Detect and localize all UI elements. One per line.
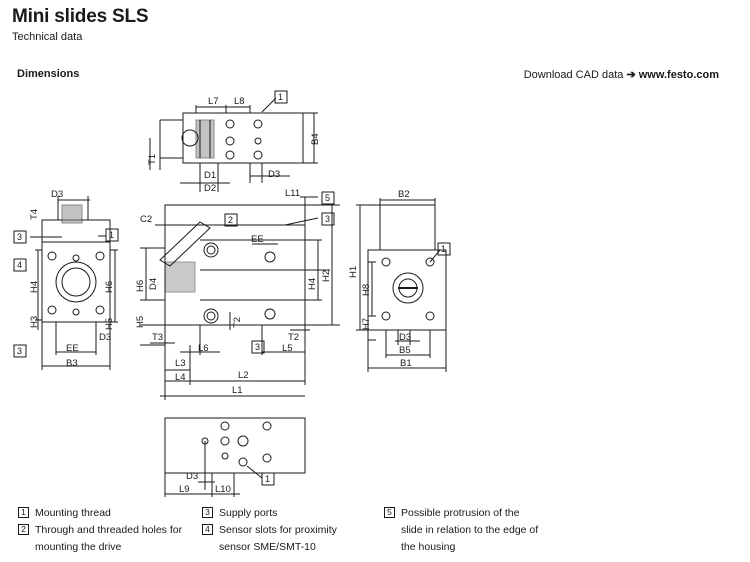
dim-D3-left-bottom: D3 <box>99 332 111 343</box>
callout-1-right: 1 <box>441 244 446 254</box>
dim-L9: L9 <box>179 484 190 495</box>
dim-D1: D1 <box>204 170 216 181</box>
dim-T3: T3 <box>152 332 163 343</box>
callout-1-bottom: 1 <box>265 474 270 484</box>
left-view-labels: D3 T4 H4 H6 H3 H5 EE D3 B3 <box>29 189 115 369</box>
arrow-right-icon: ➔ <box>626 69 636 81</box>
dim-EE-side: EE <box>251 234 264 245</box>
dim-B5: B5 <box>399 345 411 356</box>
dim-L2: L2 <box>238 370 249 381</box>
legend-item-3: 3 Supply ports <box>202 505 277 522</box>
dim-D3-bottom: D3 <box>186 471 198 482</box>
bottom-view <box>164 417 306 497</box>
callout-3-side: 3 <box>325 214 330 224</box>
callout-numbers: 1 3 1 4 3 2 5 3 3 1 1 <box>17 92 446 484</box>
dim-H3: H3 <box>29 316 40 328</box>
side-view-labels: L11 C2 EE D4 H6 H4 H2 H5 T2 T2 T3 L6 L5 … <box>135 188 332 396</box>
dim-L11: L11 <box>285 188 300 199</box>
dim-H8: H8 <box>361 284 372 296</box>
legend-item-1: 1 Mounting thread <box>18 505 111 522</box>
dim-T2-side-right: T2 <box>288 332 299 343</box>
dim-L4: L4 <box>175 372 186 383</box>
bottom-view-labels: D3 L9 L10 <box>179 471 231 495</box>
dim-B1: B1 <box>400 358 412 369</box>
page-title: Mini slides SLS <box>12 6 149 27</box>
callout-3-left-bottom: 3 <box>17 346 22 356</box>
dim-H1: H1 <box>348 266 359 278</box>
dim-B2: B2 <box>398 189 410 200</box>
cad-link-label: Download CAD data <box>523 69 624 81</box>
callout-3-side-bottom: 3 <box>255 342 260 352</box>
callout-2-side: 2 <box>228 215 233 225</box>
dim-T1: T1 <box>147 154 158 165</box>
section-title: Dimensions <box>17 68 80 80</box>
dim-H4-side: H4 <box>307 278 318 290</box>
legend-text-3: Supply ports <box>219 507 278 519</box>
side-view <box>140 196 340 400</box>
callout-3-left: 3 <box>17 232 22 242</box>
dim-H2: H2 <box>321 270 332 282</box>
dim-H7: H7 <box>361 318 372 330</box>
dim-D3-top: D3 <box>268 169 280 180</box>
dim-T4: T4 <box>29 209 40 220</box>
dim-L5: L5 <box>282 343 293 354</box>
cad-link-url[interactable]: www.festo.com <box>638 69 719 81</box>
legend-item-4: 4 Sensor slots for proximity sensor SME/S… <box>202 522 339 556</box>
dim-H6-left: H6 <box>104 281 115 293</box>
dim-L8: L8 <box>234 96 245 107</box>
dim-T2-side: T2 <box>232 317 243 328</box>
dim-H6-side: H6 <box>135 280 146 292</box>
page-subtitle: Technical data <box>12 31 83 43</box>
right-view <box>356 198 447 372</box>
legend-item-2: 2 Through and threaded holes for mounting… <box>18 522 185 556</box>
top-view-labels: L7 L8 B4 T1 D1 D2 D3 <box>147 96 321 194</box>
dim-L3: L3 <box>175 358 186 369</box>
dim-H4-left: H4 <box>29 281 40 293</box>
legend-text-2: Through and threaded holes for mounting … <box>35 524 183 553</box>
dim-D3-left: D3 <box>51 189 63 200</box>
dim-EE-left: EE <box>66 343 79 354</box>
dim-L7: L7 <box>208 96 219 107</box>
left-view <box>30 196 118 370</box>
legend-number-3: 3 <box>202 507 213 518</box>
dim-H5-left: H5 <box>104 318 115 330</box>
callout-4-left: 4 <box>17 260 22 270</box>
callout-1-top: 1 <box>278 92 283 102</box>
callout-5-side: 5 <box>325 193 330 203</box>
right-view-labels: B2 H1 H8 H7 D3 B5 B1 <box>348 189 412 369</box>
dim-B4: B4 <box>310 133 321 145</box>
dim-C2: C2 <box>140 214 152 225</box>
dim-B3: B3 <box>66 358 78 369</box>
callout-1-left: 1 <box>109 230 114 240</box>
dim-L10: L10 <box>215 484 231 495</box>
legend-number-5: 5 <box>384 507 395 518</box>
top-view <box>149 97 318 192</box>
legend-item-5: 5 Possible protrusion of the slide in rel… <box>384 505 541 556</box>
download-cad-link[interactable]: Download CAD data ➔ www.festo.com <box>524 68 719 81</box>
dim-D4: D4 <box>148 278 159 290</box>
dim-D2: D2 <box>204 183 216 194</box>
legend-number-4: 4 <box>202 524 213 535</box>
dim-L6: L6 <box>198 343 209 354</box>
callout-boxes <box>13 90 451 486</box>
legend-text-4: Sensor slots for proximity sensor SME/SM… <box>219 524 337 553</box>
legend-number-1: 1 <box>18 507 29 518</box>
legend-text-5: Possible protrusion of the slide in rela… <box>401 507 539 553</box>
dim-H5-side: H5 <box>135 316 146 328</box>
dim-L1: L1 <box>232 385 243 396</box>
dim-D3-right: D3 <box>399 332 411 343</box>
legend-number-2: 2 <box>18 524 29 535</box>
legend-text-1: Mounting thread <box>35 507 111 519</box>
